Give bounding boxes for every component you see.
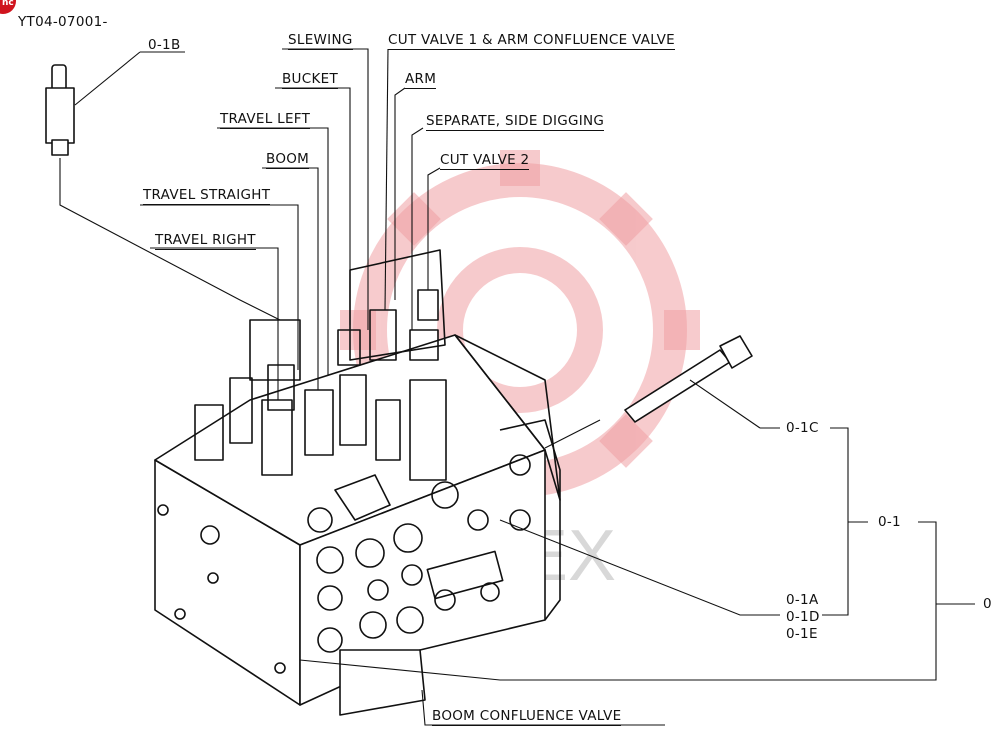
document-code: YT04-07001- [18,14,108,30]
label-part-0-1: 0-1 [878,514,901,530]
label-part-0-1D: 0-1D [786,609,820,625]
label-travel-left: TRAVEL LEFT [220,111,311,129]
label-separate-side-digging: SEPARATE, SIDE DIGGING [426,113,605,131]
label-part-0-1B: 0-1B [148,37,181,53]
label-part-0: 0 [983,596,992,612]
label-travel-straight: TRAVEL STRAIGHT [143,187,271,205]
label-boom: BOOM [266,151,310,169]
label-arm: ARM [405,71,437,89]
label-cut-valve-2: CUT VALVE 2 [440,152,530,170]
label-part-0-1A: 0-1A [786,592,819,608]
label-cut-valve-1: CUT VALVE 1 & ARM CONFLUENCE VALVE [388,32,675,50]
label-travel-right: TRAVEL RIGHT [155,232,256,250]
label-boom-confluence-valve: BOOM CONFLUENCE VALVE [432,708,622,726]
label-slewing: SLEWING [288,32,353,50]
label-bucket: BUCKET [282,71,338,89]
label-part-0-1E: 0-1E [786,626,818,642]
label-part-0-1C: 0-1C [786,420,819,436]
